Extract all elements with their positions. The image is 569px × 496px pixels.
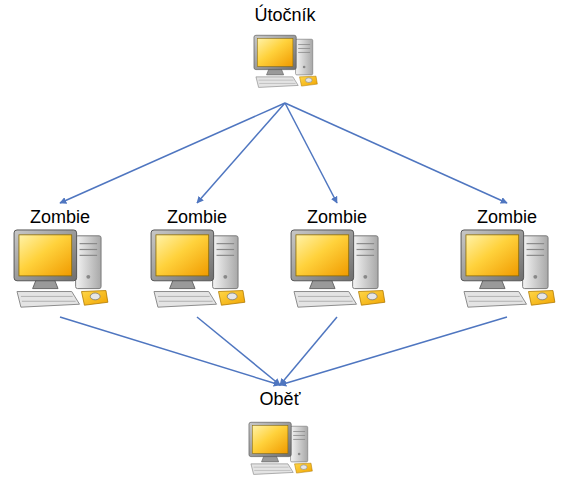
node-label: Zombie bbox=[165, 206, 229, 228]
arrow-connector bbox=[60, 103, 285, 203]
arrow-connector bbox=[197, 103, 285, 203]
computer-icon bbox=[291, 230, 385, 307]
computer-node: Zombie bbox=[288, 206, 386, 314]
node-label: Oběť bbox=[258, 388, 303, 410]
node-label: Útočník bbox=[252, 4, 317, 26]
arrow-connector bbox=[285, 103, 507, 203]
arrow-connector bbox=[280, 317, 337, 385]
computer-icon bbox=[288, 228, 386, 314]
node-label: Zombie bbox=[305, 206, 369, 228]
computer-icon bbox=[14, 230, 108, 307]
arrow-connector bbox=[197, 317, 280, 385]
node-label: Zombie bbox=[475, 206, 539, 228]
computer-icon bbox=[247, 410, 313, 490]
computer-icon bbox=[458, 228, 556, 314]
computer-icon bbox=[151, 230, 245, 307]
computer-node: Zombie bbox=[11, 206, 109, 314]
computer-node: Zombie bbox=[148, 206, 246, 314]
computer-node: Oběť bbox=[247, 388, 313, 490]
arrow-connector bbox=[60, 317, 280, 385]
computer-icon bbox=[148, 228, 246, 314]
computer-icon bbox=[11, 228, 109, 314]
computer-node: Zombie bbox=[458, 206, 556, 314]
computer-icon bbox=[252, 26, 318, 100]
computer-icon bbox=[461, 230, 555, 307]
arrow-connector bbox=[285, 103, 337, 203]
computer-icon bbox=[254, 35, 317, 87]
arrow-connector bbox=[280, 317, 507, 385]
computer-node: Útočník bbox=[249, 4, 321, 100]
node-label: Zombie bbox=[28, 206, 92, 228]
computer-icon bbox=[249, 422, 312, 474]
